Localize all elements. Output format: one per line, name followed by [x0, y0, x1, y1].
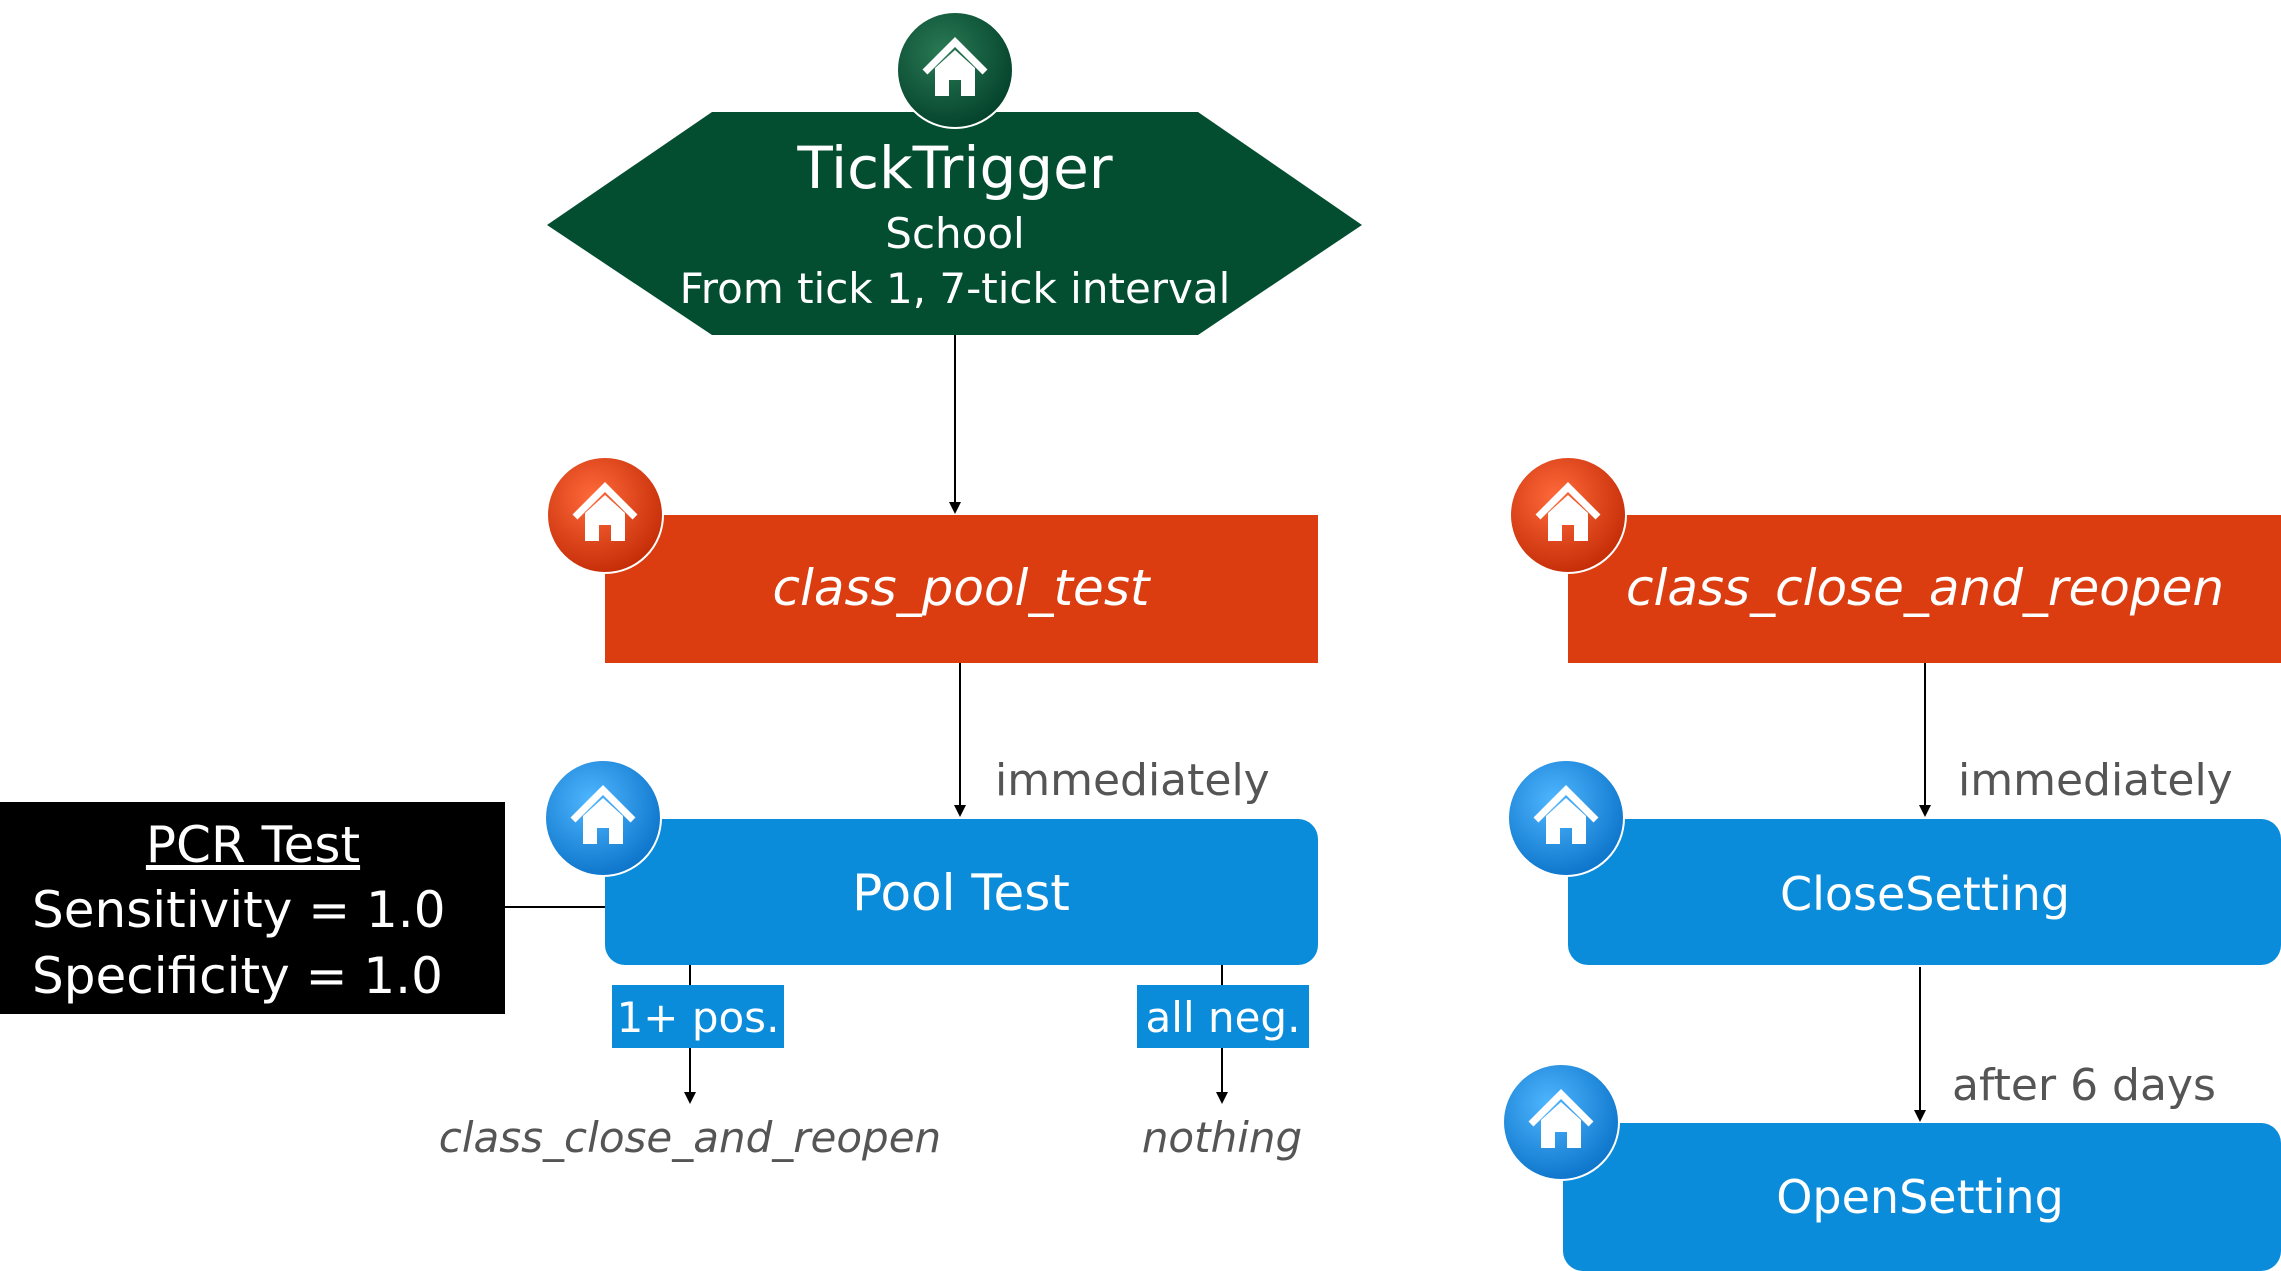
test-info-title: PCR Test	[146, 816, 360, 874]
intervention-close-reopen-label: class_close_and_reopen	[1626, 559, 2224, 617]
intervention-pool-test[interactable]	[605, 515, 1318, 663]
test-info-sensitivity: Sensitivity = 1.0	[32, 881, 446, 939]
branch-negative-label: all neg.	[1146, 993, 1301, 1042]
action-close-setting-label: CloseSetting	[1780, 867, 2070, 921]
test-info-box	[0, 802, 505, 1014]
intervention-close-reopen[interactable]	[1568, 515, 2281, 663]
home-icon	[1507, 759, 1625, 877]
home-icon	[1502, 1063, 1620, 1181]
home-icon	[546, 456, 664, 574]
home-icon	[1509, 456, 1627, 574]
action-pool-test[interactable]	[605, 819, 1318, 965]
trigger-setting: School	[885, 209, 1024, 258]
trigger-shape	[547, 112, 1362, 335]
edge-label-after-days: after 6 days	[1952, 1060, 2216, 1111]
test-info-specificity: Specificity = 1.0	[32, 947, 443, 1005]
branch-negative-badge	[1137, 985, 1309, 1048]
branch-positive-label: 1+ pos.	[617, 993, 780, 1042]
home-icon	[896, 11, 1014, 129]
branch-positive-target: class_close_and_reopen	[439, 1113, 941, 1162]
action-close-setting[interactable]	[1568, 819, 2281, 965]
trigger-title: TickTrigger	[796, 134, 1112, 202]
action-open-setting-label: OpenSetting	[1776, 1170, 2064, 1224]
home-icon	[544, 759, 662, 877]
trigger-schedule: From tick 1, 7-tick interval	[680, 264, 1231, 313]
branch-positive-badge	[612, 985, 784, 1048]
action-open-setting[interactable]	[1563, 1123, 2281, 1271]
intervention-pool-test-label: class_pool_test	[773, 559, 1152, 617]
branch-negative-target: nothing	[1142, 1113, 1302, 1162]
edge-label-immediately-left: immediately	[995, 755, 1270, 806]
action-pool-test-label: Pool Test	[852, 864, 1070, 922]
edge-label-immediately-right: immediately	[1958, 755, 2233, 806]
